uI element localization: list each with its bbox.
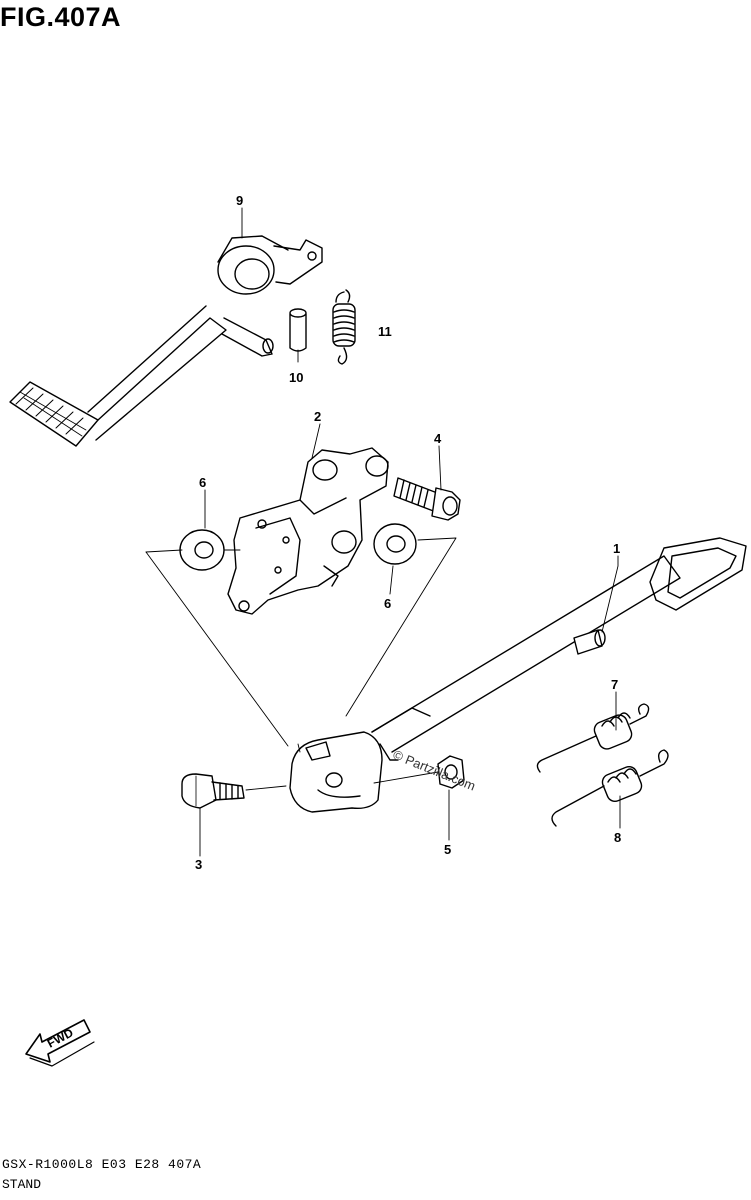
callout-6-left: 6 [199, 475, 206, 490]
washer-left-part[interactable] [179, 529, 225, 571]
assembly-lines [145, 537, 457, 791]
stand-bracket-part[interactable] [227, 447, 389, 615]
callout-6-right: 6 [384, 596, 391, 611]
callout-11: 11 [378, 324, 392, 339]
callout-1: 1 [613, 541, 620, 556]
callout-9: 9 [236, 193, 243, 208]
stand-spring-upper-part[interactable] [536, 703, 650, 773]
side-stand-part[interactable] [289, 537, 747, 813]
pedal-spring-part[interactable] [332, 289, 356, 365]
pivot-bolt-part[interactable] [181, 773, 245, 809]
callout-8: 8 [614, 830, 621, 845]
bracket-bolt-part[interactable] [393, 477, 461, 521]
watermark-text: © Partzilla.com [391, 747, 478, 794]
washer-right-part[interactable] [373, 523, 417, 565]
callout-10: 10 [289, 370, 303, 385]
forward-arrow-icon: FWD [25, 1019, 95, 1067]
callout-2: 2 [314, 409, 321, 424]
callout-3: 3 [195, 857, 202, 872]
model-code: GSX-R1000L8 E03 E28 407A [2, 1157, 202, 1172]
leader-lines [199, 207, 621, 857]
callout-5: 5 [444, 842, 451, 857]
collar-part[interactable] [289, 308, 307, 352]
pivot-nut-part[interactable] [437, 755, 465, 789]
figure-title: FIG.407A [0, 2, 122, 32]
stand-spring-lower-part[interactable] [551, 749, 669, 827]
brake-pedal-part[interactable] [9, 235, 323, 447]
callout-4: 4 [434, 431, 442, 446]
callout-7: 7 [611, 677, 618, 692]
section-name: STAND [2, 1177, 42, 1192]
